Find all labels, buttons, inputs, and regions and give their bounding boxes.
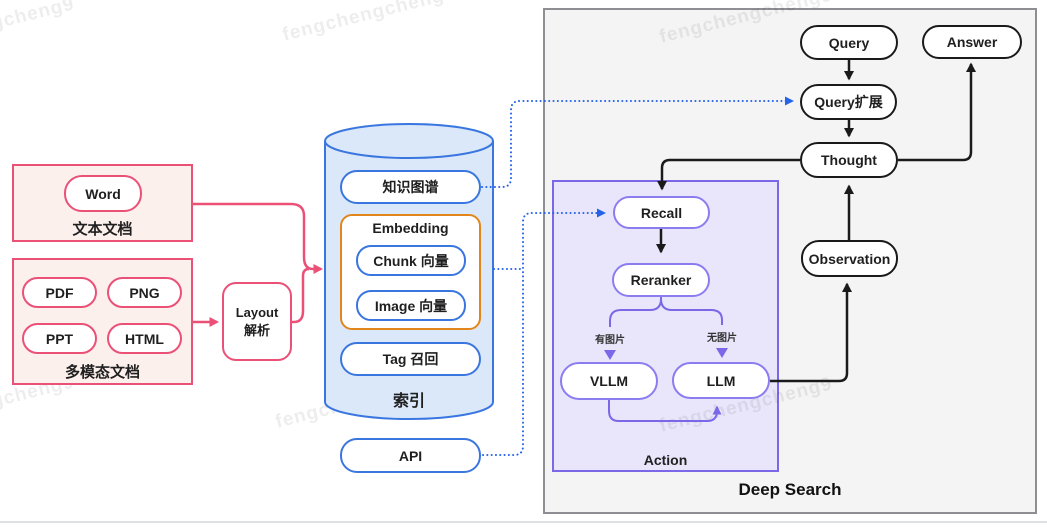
action-connectors — [604, 297, 728, 422]
reranker-node: Reranker — [612, 263, 710, 297]
reasoning-connectors — [656, 60, 976, 383]
index-title: 索引 — [392, 393, 425, 410]
chunk-vector-node: Chunk 向量 — [356, 245, 466, 276]
query-expand-node: Query扩展 — [800, 84, 897, 120]
layout-parser-line1: Layout — [235, 304, 279, 320]
tag-recall-node: Tag 召回 — [340, 342, 481, 376]
recall-node: Recall — [613, 196, 710, 229]
knowledge-graph-node: 知识图谱 — [340, 170, 481, 204]
thought-node: Thought — [800, 142, 898, 178]
png-chip: PNG — [107, 277, 182, 308]
no-image-label: 无图片 — [707, 333, 737, 344]
embedding-title: Embedding — [372, 220, 449, 236]
query-node: Query — [800, 25, 898, 60]
deep-search-title: Deep Search — [738, 480, 842, 499]
layout-parser-line2: 解析 — [243, 322, 270, 338]
observation-node: Observation — [801, 240, 898, 277]
api-node: API — [340, 438, 481, 473]
pdf-chip: PDF — [22, 277, 97, 308]
llm-node: LLM — [672, 362, 770, 399]
text-doc-title: 文本文档 — [72, 220, 133, 238]
layout-parser-node: Layout 解析 — [222, 282, 292, 361]
action-title: Action — [643, 452, 688, 468]
source-connectors — [193, 202, 323, 327]
ppt-chip: PPT — [22, 323, 97, 354]
bottom-divider — [0, 521, 1047, 523]
has-image-label: 有图片 — [595, 335, 625, 346]
word-chip: Word — [64, 175, 142, 212]
multi-doc-title: 多模态文档 — [64, 363, 140, 381]
answer-node: Answer — [922, 25, 1022, 59]
html-chip: HTML — [107, 323, 182, 354]
retrieval-connectors — [481, 96, 794, 456]
image-vector-node: Image 向量 — [356, 290, 466, 321]
vllm-node: VLLM — [560, 362, 658, 400]
